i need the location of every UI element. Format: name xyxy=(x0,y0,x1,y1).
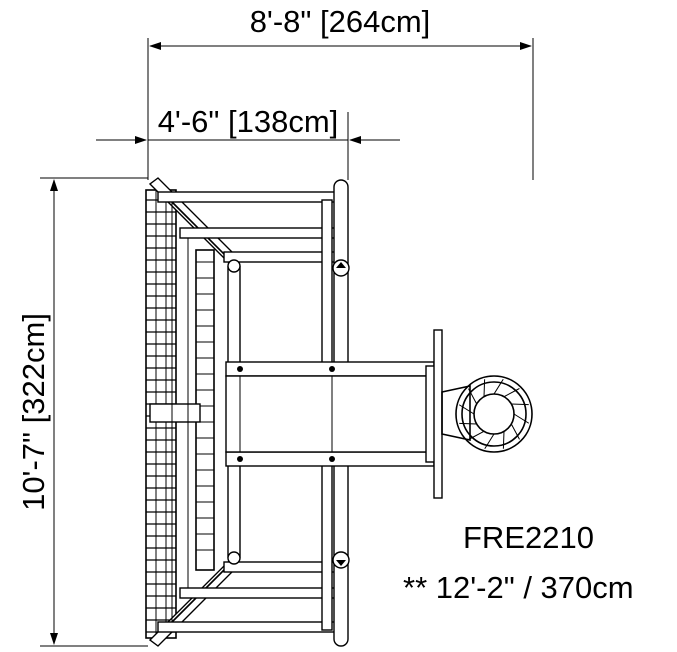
overall-width-label: 8'-8" [264cm] xyxy=(250,4,431,39)
frame-details xyxy=(171,202,189,622)
basketball-hoop xyxy=(425,329,533,499)
model-number: FRE2210 xyxy=(463,520,594,555)
height-note: ** 12'-2" / 370cm xyxy=(403,570,634,605)
cross-beams xyxy=(149,361,435,467)
overall-length-label: 10'-7" [322cm] xyxy=(16,313,51,511)
dimension-inner-width: 4'-6" [138cm] xyxy=(96,104,400,180)
dimension-overall-length: 10'-7" [322cm] xyxy=(16,177,148,647)
dimension-overall-width: 8'-8" [264cm] xyxy=(147,4,534,180)
inner-width-label: 4'-6" [138cm] xyxy=(158,104,339,139)
